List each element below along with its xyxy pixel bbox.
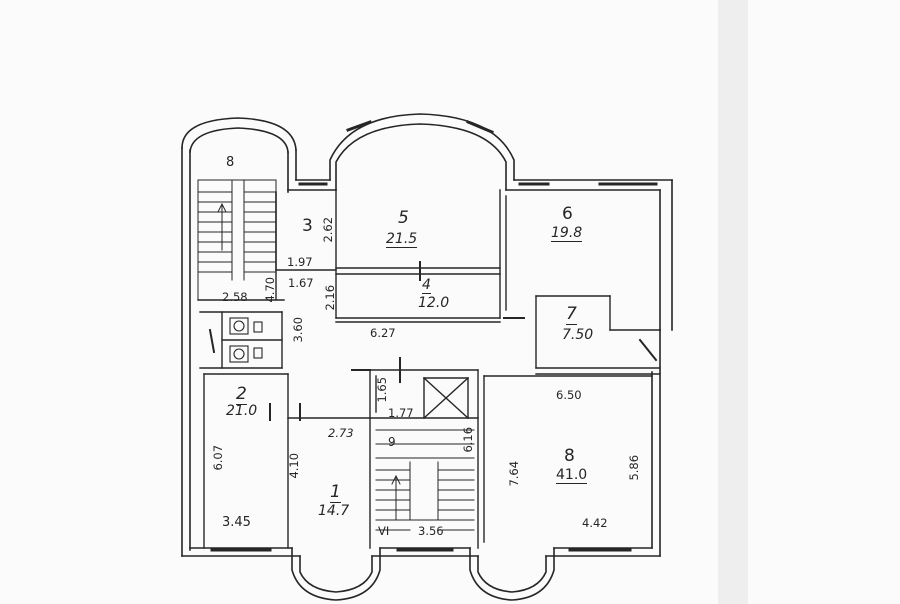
room-3-number: 3 [302,216,313,236]
room-5-area: 21.5 [386,231,418,248]
dim-1-65: 1.65 [375,376,390,403]
dim-4-70: 4.70 [263,276,278,303]
dim-2-62: 2.62 [321,216,336,243]
room-7-number: 7 [566,304,577,325]
dim-2-16: 2.16 [323,284,338,311]
dim-4-10: 4.10 [287,452,302,479]
dim-1-77: 1.77 [388,406,414,420]
room-6-number: 6 [562,204,573,224]
room-1-area: 14.7 [318,503,350,519]
dim-1-67: 1.67 [288,276,314,290]
window-marks [210,120,658,552]
dim-3-56: 3.56 [418,524,444,538]
room-6-area: 19.8 [551,225,583,242]
wc-fixtures [229,317,263,363]
room-8-number: 8 [564,446,575,466]
room-4-area: 12.0 [418,295,450,311]
room-2-area: 21.0 [226,403,258,419]
dim-6-07: 6.07 [211,444,226,471]
dim-6-50: 6.50 [556,388,582,402]
outer-walls [181,113,673,601]
stair-9-number: 9 [388,435,396,449]
dim-1-97: 1.97 [287,255,313,269]
stairs-top [197,179,277,301]
room-5-number: 5 [398,208,409,228]
dim-vi: VI [378,524,390,538]
dim-3-45: 3.45 [222,515,251,530]
dim-3-60: 3.60 [291,316,306,343]
dim-6-27: 6.27 [370,326,396,340]
right-margin-strip [718,0,748,604]
dim-2-73: 2.73 [328,426,354,440]
dim-2-58: 2.58 [222,290,248,304]
stairs-bottom [375,429,475,531]
dim-6-16: 6.16 [461,426,476,453]
stair-top-number: 8 [226,155,235,170]
room-1-number: 1 [330,482,341,503]
dim-7-64: 7.64 [507,460,522,487]
room-2-number: 2 [236,384,247,405]
room-7-area: 7.50 [562,327,594,343]
dim-4-42: 4.42 [582,516,608,530]
room-8-area: 41.0 [556,467,588,484]
door-ticks [208,261,658,421]
dim-5-86: 5.86 [627,454,642,481]
interior-walls [197,189,661,549]
room-4-number: 4 [422,277,431,294]
